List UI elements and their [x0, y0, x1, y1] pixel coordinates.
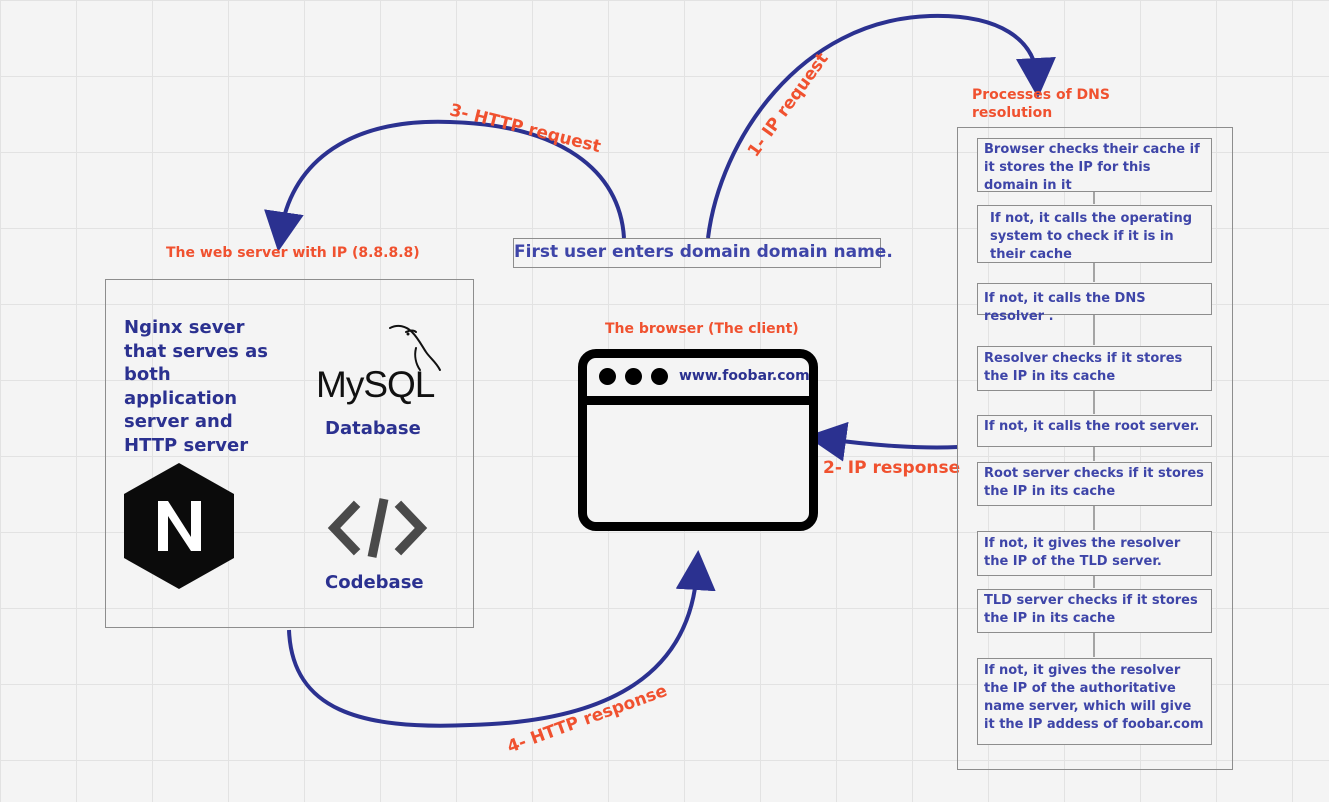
dns-step-5: If not, it calls the root server.	[977, 415, 1212, 447]
window-dot-icon	[625, 368, 642, 385]
mysql-logo: MySQL	[316, 322, 446, 406]
dns-step-6: Root server checks if it stores the IP i…	[977, 462, 1212, 506]
browser-title: The browser (The client)	[605, 321, 799, 337]
http-response-arrow	[287, 550, 716, 728]
dns-step-1: Browser checks their cache if it stores …	[977, 138, 1212, 193]
code-brackets-icon	[327, 498, 428, 558]
window-dot-icon	[599, 368, 616, 385]
dns-process-container	[957, 127, 1233, 770]
http-request-arrow	[264, 119, 626, 252]
nginx-logo-icon	[124, 463, 234, 589]
codebase-label: Codebase	[325, 572, 424, 593]
dns-step-8: TLD server checks if it stores the IP in…	[977, 589, 1212, 633]
mysql-dolphin-icon	[389, 324, 441, 371]
browser-url: www.foobar.com	[679, 368, 810, 384]
ip-response-arrow	[806, 421, 959, 462]
database-label: Database	[325, 418, 421, 439]
mysql-wordmark: MySQL	[316, 364, 435, 405]
ip-response-label: 2- IP response	[823, 458, 961, 478]
dns-step-4: Resolver checks if it stores the IP in i…	[977, 346, 1212, 391]
browser-window-icon: www.foobar.com	[578, 349, 818, 531]
dns-step-7: If not, it gives the resolver the IP of …	[977, 531, 1212, 576]
web-server-box	[105, 279, 474, 628]
user-enters-domain-box: First user enters domain domain name.	[513, 238, 893, 268]
window-dot-icon	[651, 368, 668, 385]
web-server-title: The web server with IP (8.8.8.8)	[166, 245, 420, 261]
ip-request-arrow	[706, 13, 1056, 239]
dns-section-title: Processes of DNS resolution	[972, 87, 1110, 121]
browser-title-bar: www.foobar.com	[587, 358, 810, 405]
dns-step-9: If not, it gives the resolver the IP of …	[977, 658, 1212, 745]
dns-step-2: If not, it calls the operating system to…	[977, 205, 1212, 263]
dns-step-3: If not, it calls the DNS resolver .	[977, 283, 1212, 324]
nginx-description: Nginx sever that serves as both applicat…	[124, 317, 269, 456]
